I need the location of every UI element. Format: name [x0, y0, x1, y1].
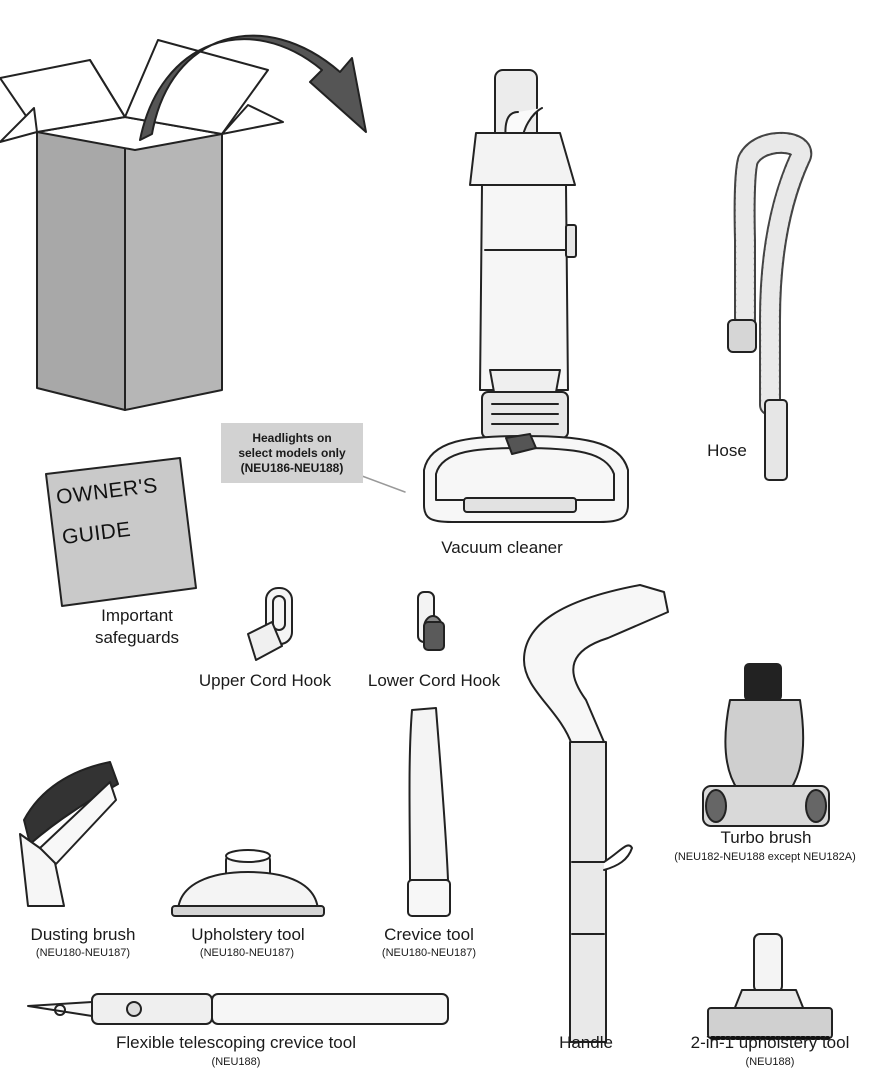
crevice-tool-label: Crevice tool	[384, 925, 474, 944]
arrow-graphic	[139, 34, 367, 141]
guide-caption-line2: safeguards	[94, 628, 180, 647]
lower-cord-hook-illustration	[417, 591, 445, 651]
dusting-brush-label: Dusting brush	[30, 925, 136, 944]
guide-caption-line1: Important	[101, 606, 173, 625]
lower-cord-hook-label: Lower Cord Hook	[367, 671, 501, 690]
flexible-crevice-tool-label: Flexible telescoping crevice tool	[115, 1033, 356, 1052]
callout-line3: (NEU186-NEU188)	[240, 460, 344, 475]
dusting-brush-illustration	[19, 761, 119, 907]
upholstery-tool-label: Upholstery tool	[191, 925, 305, 944]
vacuum-cleaner-illustration	[361, 69, 629, 523]
flexible-crevice-tool-models: (NEU188)	[211, 1056, 261, 1068]
crevice-tool-models: (NEU180-NEU187)	[381, 947, 477, 959]
upholstery-tool-illustration	[171, 849, 325, 917]
turbo-brush-illustration	[702, 663, 830, 827]
owners-guide-booklet	[45, 457, 197, 607]
crevice-tool-illustration	[407, 707, 451, 917]
dusting-brush-models: (NEU180-NEU187)	[35, 947, 131, 959]
callout-line2: select models only	[238, 445, 346, 460]
hose-illustration	[727, 131, 813, 481]
callout-line1: Headlights on	[252, 430, 332, 445]
upper-cord-hook-label: Upper Cord Hook	[198, 671, 332, 690]
two-in-one-tool-label: 2-in-1 upholstery tool	[690, 1033, 850, 1052]
handle-label: Handle	[559, 1033, 613, 1052]
turbo-brush-models: (NEU182-NEU188 except NEU182A)	[674, 851, 856, 863]
two-in-one-tool-illustration	[707, 933, 833, 1040]
turbo-brush-label: Turbo brush	[720, 828, 812, 847]
upper-cord-hook-illustration	[247, 587, 293, 661]
hose-label: Hose	[707, 441, 747, 460]
vacuum-cleaner-label: Vacuum cleaner	[441, 538, 563, 557]
flexible-crevice-tool-illustration	[27, 993, 449, 1025]
two-in-one-tool-models: (NEU188)	[745, 1056, 795, 1068]
handle-illustration	[523, 584, 669, 1043]
box-illustration	[0, 39, 284, 411]
upholstery-tool-models: (NEU180-NEU187)	[199, 947, 295, 959]
headlights-callout: Headlights on select models only (NEU186…	[221, 423, 363, 483]
